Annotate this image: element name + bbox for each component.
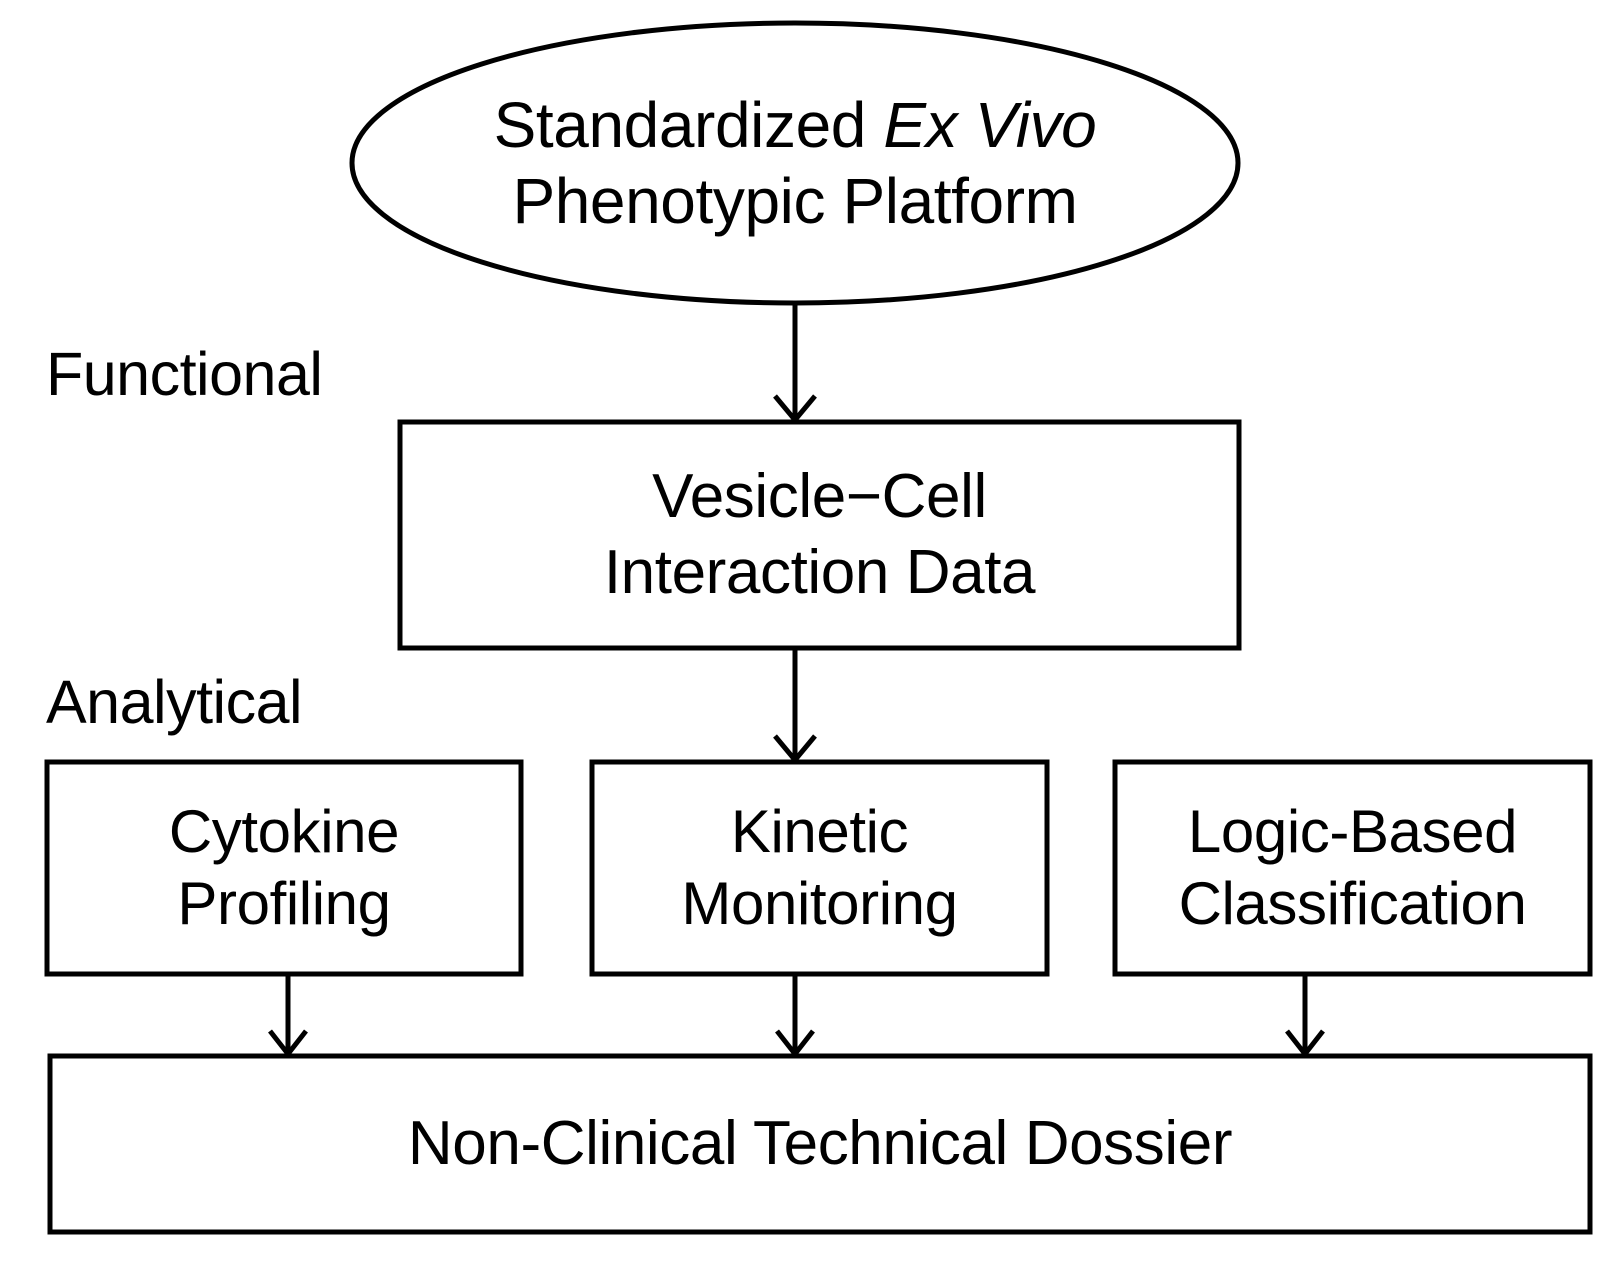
box-vesicle-cell-interaction-data[interactable] (397, 419, 1242, 651)
arrow-kinetic-monitoring-to-dossier (775, 974, 815, 1059)
arrow-logic-based-classification-to-dossier (1285, 974, 1325, 1059)
box-kinetic-monitoring[interactable] (589, 759, 1050, 977)
arrow-cytokine-profiling-to-dossier (268, 974, 308, 1059)
arrow-platform-to-vesicle-cell (773, 303, 817, 424)
arrow-vesicle-cell-to-kinetic-monitoring (773, 648, 817, 764)
box-non-clinical-technical-dossier[interactable] (47, 1053, 1593, 1235)
tier-label-analytical: Analytical (46, 668, 303, 736)
box-cytokine-profiling[interactable] (44, 759, 524, 977)
ellipse-standardized-ex-vivo-phenotypic-platform[interactable] (349, 20, 1241, 306)
tier-label-functional: Functional (46, 340, 323, 408)
box-logic-based-classification[interactable] (1112, 759, 1593, 977)
